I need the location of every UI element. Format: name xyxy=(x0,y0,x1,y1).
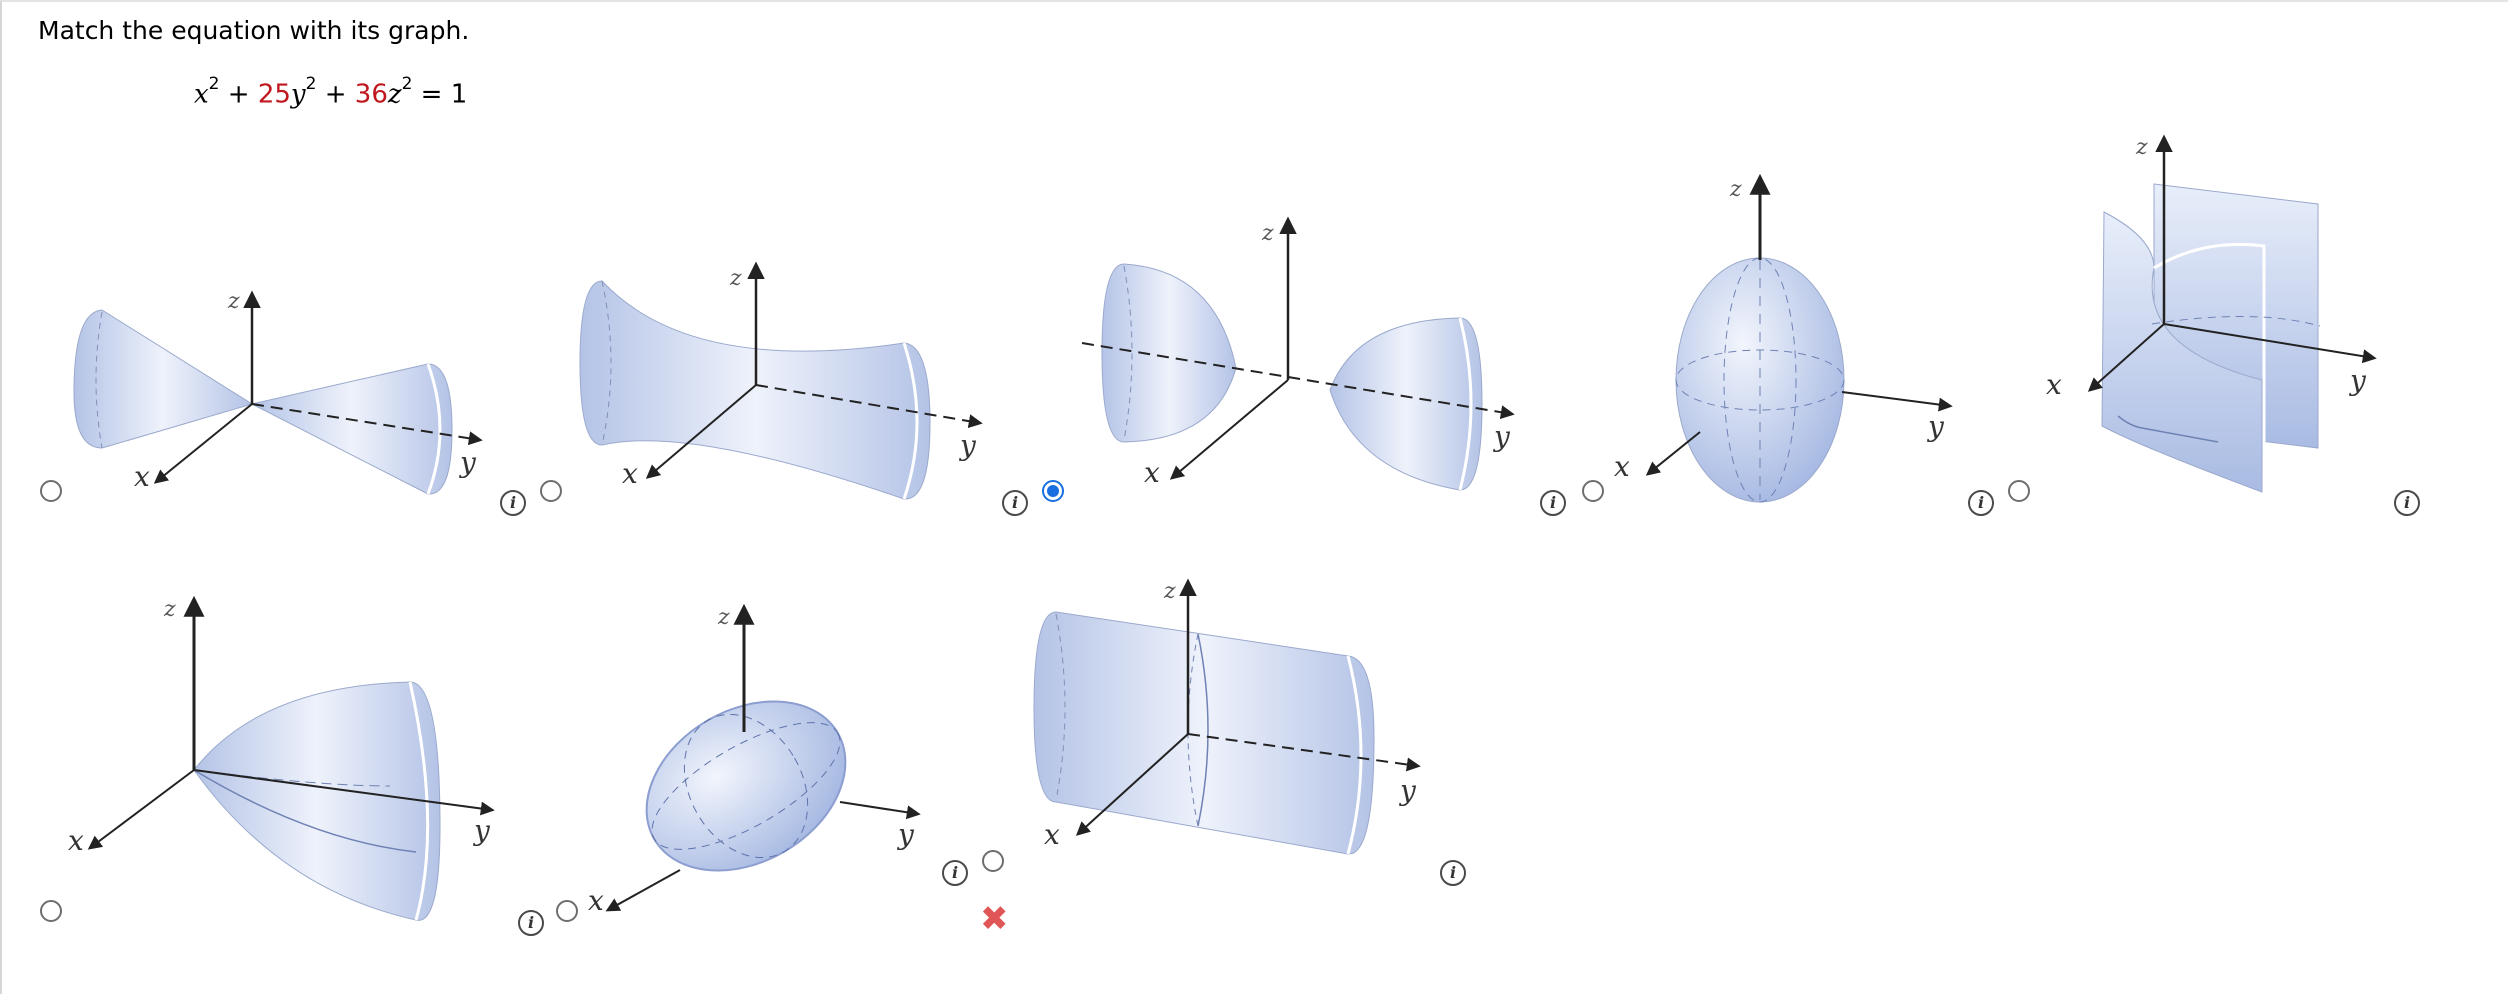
incorrect-mark-icon: ✖ xyxy=(980,899,1009,939)
eq-rhs: = 1 xyxy=(420,79,468,110)
graph-elliptic-cylinder: z x y xyxy=(1033,578,1421,855)
z-axis-label: z xyxy=(1163,579,1176,604)
eq-plus-1: + xyxy=(227,79,250,110)
y-axis-label: y xyxy=(458,446,477,479)
eq-z-var: z xyxy=(387,79,402,110)
option-4-info-icon[interactable]: i xyxy=(1968,490,1994,516)
option-7-radio[interactable] xyxy=(556,900,578,922)
graph-hyperbolic-paraboloid: z x y xyxy=(2046,134,2377,493)
equation: x2 + 25y2 + 36z2 = 1 xyxy=(194,74,468,110)
z-axis-label: z xyxy=(729,266,742,291)
option-1-radio[interactable] xyxy=(40,480,62,502)
x-axis-label: x xyxy=(622,457,638,490)
graph-hyperboloid-two-sheets: z x y xyxy=(1081,216,1515,491)
option-3-radio[interactable] xyxy=(1042,480,1064,502)
y-axis-label: y xyxy=(958,429,977,462)
option-2-radio[interactable] xyxy=(540,480,562,502)
eq-y-coef: 25 xyxy=(257,79,291,110)
option-7-info-icon[interactable]: i xyxy=(942,860,968,886)
z-axis-label: z xyxy=(2135,135,2148,160)
option-6-radio[interactable] xyxy=(40,900,62,922)
x-axis-label: x xyxy=(1044,818,1060,851)
y-axis-label: y xyxy=(1398,774,1417,807)
question-prompt: Match the equation with its graph. xyxy=(38,16,470,45)
option-2-info-icon[interactable]: i xyxy=(1002,490,1028,516)
eq-z-exp: 2 xyxy=(401,74,413,94)
z-axis-label: z xyxy=(1729,177,1742,202)
graph-elliptic-cone: z x y xyxy=(73,289,483,495)
y-axis-label: y xyxy=(1926,410,1945,443)
graph-elliptic-paraboloid: z x y xyxy=(68,595,495,921)
option-1-info-icon[interactable]: i xyxy=(500,490,526,516)
eq-y-exp: 2 xyxy=(305,74,317,94)
y-axis-label: y xyxy=(472,814,491,847)
eq-x-exp: 2 xyxy=(208,74,220,94)
eq-x-var: x xyxy=(194,79,209,110)
eq-plus-2: + xyxy=(324,79,347,110)
option-6-info-icon[interactable]: i xyxy=(518,910,544,936)
option-5-info-icon[interactable]: i xyxy=(2394,490,2420,516)
z-axis-label: z xyxy=(227,289,240,314)
option-8-info-icon[interactable]: i xyxy=(1440,860,1466,886)
x-axis-label: x xyxy=(1144,456,1160,489)
x-axis-label: x xyxy=(588,884,604,917)
graph-ellipsoid-vertical: z x y xyxy=(1614,173,1953,503)
y-axis-label: y xyxy=(2348,364,2367,397)
option-8-radio[interactable] xyxy=(982,850,1004,872)
x-axis-label: x xyxy=(134,460,150,493)
graph-hyperboloid-one-sheet: z x y xyxy=(579,261,983,500)
option-5-radio[interactable] xyxy=(2008,480,2030,502)
graph-ellipsoid-tilted: z x y xyxy=(588,603,921,917)
option-3-info-icon[interactable]: i xyxy=(1540,490,1566,516)
z-axis-label: z xyxy=(717,605,730,630)
y-axis-label: y xyxy=(896,818,915,851)
z-axis-label: z xyxy=(163,597,176,622)
eq-y-var: y xyxy=(290,79,306,110)
x-axis-label: x xyxy=(2046,368,2062,401)
eq-z-coef: 36 xyxy=(354,79,388,110)
x-axis-label: x xyxy=(1614,450,1630,483)
x-axis-label: x xyxy=(68,824,84,857)
z-axis-label: z xyxy=(1261,221,1274,246)
option-4-radio[interactable] xyxy=(1582,480,1604,502)
y-axis-label: y xyxy=(1492,420,1511,453)
